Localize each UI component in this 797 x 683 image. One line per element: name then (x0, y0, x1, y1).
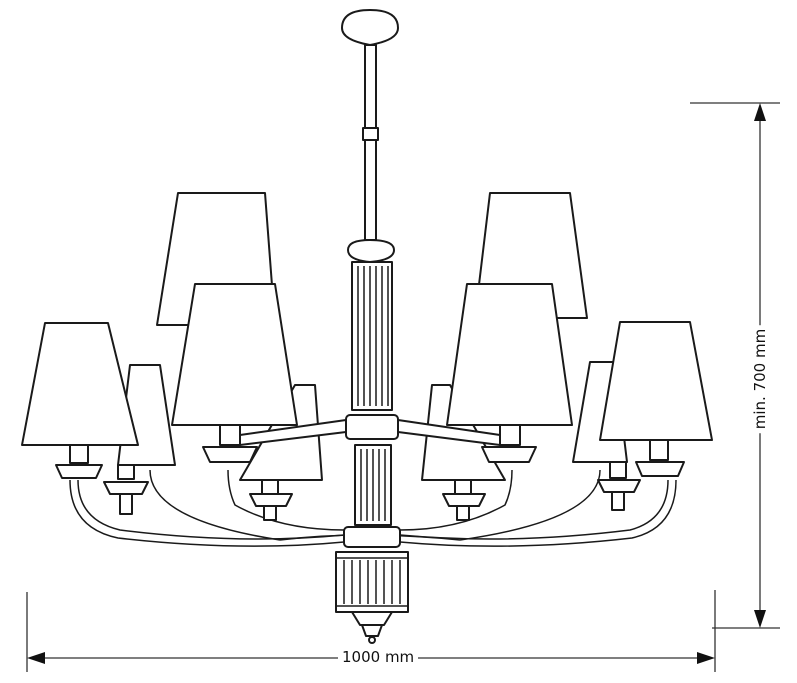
shade-front-left (171, 283, 298, 426)
arrow-up-icon (754, 103, 766, 121)
height-label: min. 700 mm (751, 324, 770, 434)
candle-holders (55, 424, 685, 521)
arrow-right-icon (697, 652, 715, 664)
shade-front-right (446, 283, 573, 426)
center-column (335, 239, 409, 644)
canopy (341, 9, 399, 241)
arrow-down-icon (754, 610, 766, 628)
shade-outer-right (599, 321, 713, 441)
width-label: 1000 mm (338, 648, 419, 666)
arrow-left-icon (27, 652, 45, 664)
shade-outer-left (21, 322, 139, 446)
lower-arms (69, 469, 677, 547)
